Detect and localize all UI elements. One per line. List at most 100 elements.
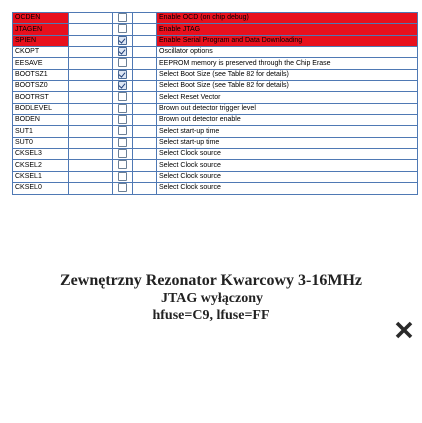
fuse-description: Brown out detector enable — [156, 114, 418, 127]
fuse-spacer-cell — [132, 148, 157, 161]
fuse-spacer-cell — [132, 23, 157, 36]
fuse-spacer-cell — [68, 182, 113, 195]
fuse-description: EEPROM memory is preserved through the C… — [156, 57, 418, 70]
fuse-spacer-cell — [132, 68, 157, 82]
fuse-description: Select Boot Size (see Table 82 for detai… — [156, 80, 418, 93]
checkbox-unchecked-icon[interactable] — [118, 172, 127, 181]
fuse-spacer-cell — [132, 11, 157, 25]
checkbox-checked-icon[interactable] — [118, 47, 127, 57]
fuse-spacer-cell — [68, 148, 113, 161]
fuse-name: BOOTRST — [12, 91, 69, 104]
fuse-name: BODLEVEL — [12, 102, 69, 116]
fuse-row: CKSEL1 Select Clock source — [12, 170, 418, 184]
fuse-name: SUT0 — [12, 136, 69, 150]
checkbox-unchecked-icon[interactable] — [118, 183, 127, 193]
fuse-spacer-cell — [68, 11, 113, 25]
fuse-checkbox-cell — [112, 136, 133, 150]
fuse-row: SUT1 Select start-up time — [12, 125, 418, 138]
fuse-name: CKSEL3 — [12, 148, 69, 161]
fuse-checkbox-cell — [112, 114, 133, 127]
fuse-spacer-cell — [132, 80, 157, 93]
fuse-row: CKSEL3 Select Clock source — [12, 148, 418, 161]
fuse-spacer-cell — [68, 80, 113, 93]
fuse-spacer-cell — [132, 102, 157, 116]
fuse-spacer-cell — [132, 114, 157, 127]
fuse-description: Select start-up time — [156, 125, 418, 138]
fuse-description: Select Boot Size (see Table 82 for detai… — [156, 68, 418, 82]
fuse-name: CKSEL0 — [12, 182, 69, 195]
checkbox-unchecked-icon[interactable] — [118, 115, 127, 125]
fuse-description: Enable JTAG — [156, 23, 418, 36]
fuse-spacer-cell — [132, 182, 157, 195]
fuse-row: CKOPT Oscillator options — [12, 46, 418, 59]
fuse-checkbox-cell — [112, 57, 133, 70]
fuse-spacer-cell — [68, 170, 113, 184]
fuse-spacer-cell — [68, 23, 113, 36]
fuse-spacer-cell — [132, 91, 157, 104]
checkbox-unchecked-icon[interactable] — [118, 161, 127, 170]
fuse-description: Select Clock source — [156, 170, 418, 184]
fuse-checkbox-cell — [112, 125, 133, 138]
caption: Zewnętrzny Rezonator Kwarcowy 3-16MHz JT… — [0, 271, 422, 324]
fuse-checkbox-cell — [112, 170, 133, 184]
fuse-spacer-cell — [132, 46, 157, 59]
checkbox-unchecked-icon[interactable] — [118, 138, 127, 147]
fuse-row: BOOTSZ0 Select Boot Size (see Table 82 fo… — [12, 80, 418, 93]
checkbox-unchecked-icon[interactable] — [118, 104, 127, 113]
fuse-description: Oscillator options — [156, 46, 418, 59]
checkbox-unchecked-icon[interactable] — [118, 58, 127, 68]
fuse-checkbox-cell — [112, 68, 133, 82]
fuse-name: EESAVE — [12, 57, 69, 70]
fuse-spacer-cell — [68, 159, 113, 172]
fuse-spacer-cell — [132, 125, 157, 138]
checkbox-unchecked-icon[interactable] — [118, 24, 127, 34]
fuse-row: BOOTRST Select Reset Vector — [12, 91, 418, 104]
checkbox-checked-icon[interactable] — [118, 36, 127, 45]
fuse-name: SUT1 — [12, 125, 69, 138]
fuse-spacer-cell — [132, 159, 157, 172]
fuse-description: Select Reset Vector — [156, 91, 418, 104]
fuse-spacer-cell — [68, 136, 113, 150]
fuse-name: BOOTSZ0 — [12, 80, 69, 93]
fuse-name: CKSEL1 — [12, 170, 69, 184]
fuse-row: CKSEL2 Select Clock source — [12, 159, 418, 172]
checkbox-checked-icon[interactable] — [118, 81, 127, 91]
checkbox-unchecked-icon[interactable] — [118, 92, 127, 102]
checkbox-unchecked-icon[interactable] — [118, 13, 127, 22]
fuse-row: EESAVE EEPROM memory is preserved through… — [12, 57, 418, 70]
fuse-spacer-cell — [132, 170, 157, 184]
fuse-spacer-cell — [68, 102, 113, 116]
caption-line-resonator: Zewnętrzny Rezonator Kwarcowy 3-16MHz — [60, 272, 362, 289]
close-x-icon[interactable] — [394, 320, 414, 340]
fuse-name: OCDEN — [12, 11, 69, 25]
fuse-spacer-cell — [132, 57, 157, 70]
checkbox-unchecked-icon[interactable] — [118, 126, 127, 136]
fuse-name: BODEN — [12, 114, 69, 127]
fuse-checkbox-cell — [112, 91, 133, 104]
fuse-spacer-cell — [68, 125, 113, 138]
fuse-checkbox-cell — [112, 148, 133, 161]
fuse-name: JTAGEN — [12, 23, 69, 36]
caption-line-jtag: JTAG wyłączony — [160, 291, 263, 306]
fuse-checkbox-cell — [112, 11, 133, 25]
fuse-name: CKSEL2 — [12, 159, 69, 172]
fuse-description: Select Clock source — [156, 159, 418, 172]
fuse-row: BODEN Brown out detector enable — [12, 114, 418, 127]
fuse-spacer-cell — [68, 57, 113, 70]
fuse-name: SPIEN — [12, 34, 69, 48]
fuse-spacer-cell — [68, 46, 113, 59]
fuse-checkbox-cell — [112, 80, 133, 93]
fuse-spacer-cell — [68, 114, 113, 127]
checkbox-unchecked-icon[interactable] — [118, 149, 127, 159]
fuse-description: Select Clock source — [156, 148, 418, 161]
fuse-description: Enable Serial Program and Data Downloadi… — [156, 34, 418, 48]
fuse-name: CKOPT — [12, 46, 69, 59]
checkbox-checked-icon[interactable] — [118, 70, 127, 79]
